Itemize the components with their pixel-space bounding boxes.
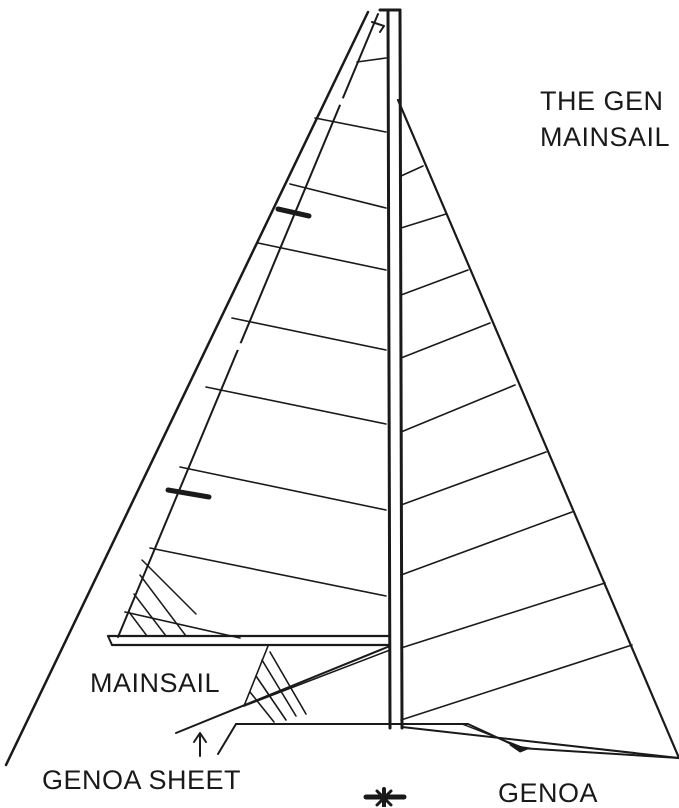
genoa-luff xyxy=(6,12,368,765)
caption-line-2: MAINSAIL xyxy=(540,124,670,151)
genoa-clew-hatching xyxy=(129,560,196,636)
hull xyxy=(218,724,679,758)
batten-3 xyxy=(220,340,259,353)
genoa-sail xyxy=(6,12,378,765)
mainsail-foot xyxy=(402,727,679,758)
batten-2 xyxy=(278,209,309,216)
mainsail-label: MAINSAIL xyxy=(90,670,220,697)
genoa-label: GENOA xyxy=(498,780,598,807)
compass-emblem-icon xyxy=(366,789,404,807)
boom xyxy=(108,636,390,645)
mainsail xyxy=(398,100,679,758)
batten-4 xyxy=(168,490,209,497)
genoa-sheet-arrow-icon xyxy=(194,733,206,756)
mainsail-lower xyxy=(244,646,390,722)
genoa-leech xyxy=(118,14,378,637)
mainsail-leech xyxy=(398,100,679,758)
genoa-battens xyxy=(168,94,358,497)
mast xyxy=(372,10,402,728)
caption-line-1: THE GEN xyxy=(540,88,664,115)
genoa-sheet-label: GENOA SHEET xyxy=(42,767,241,794)
